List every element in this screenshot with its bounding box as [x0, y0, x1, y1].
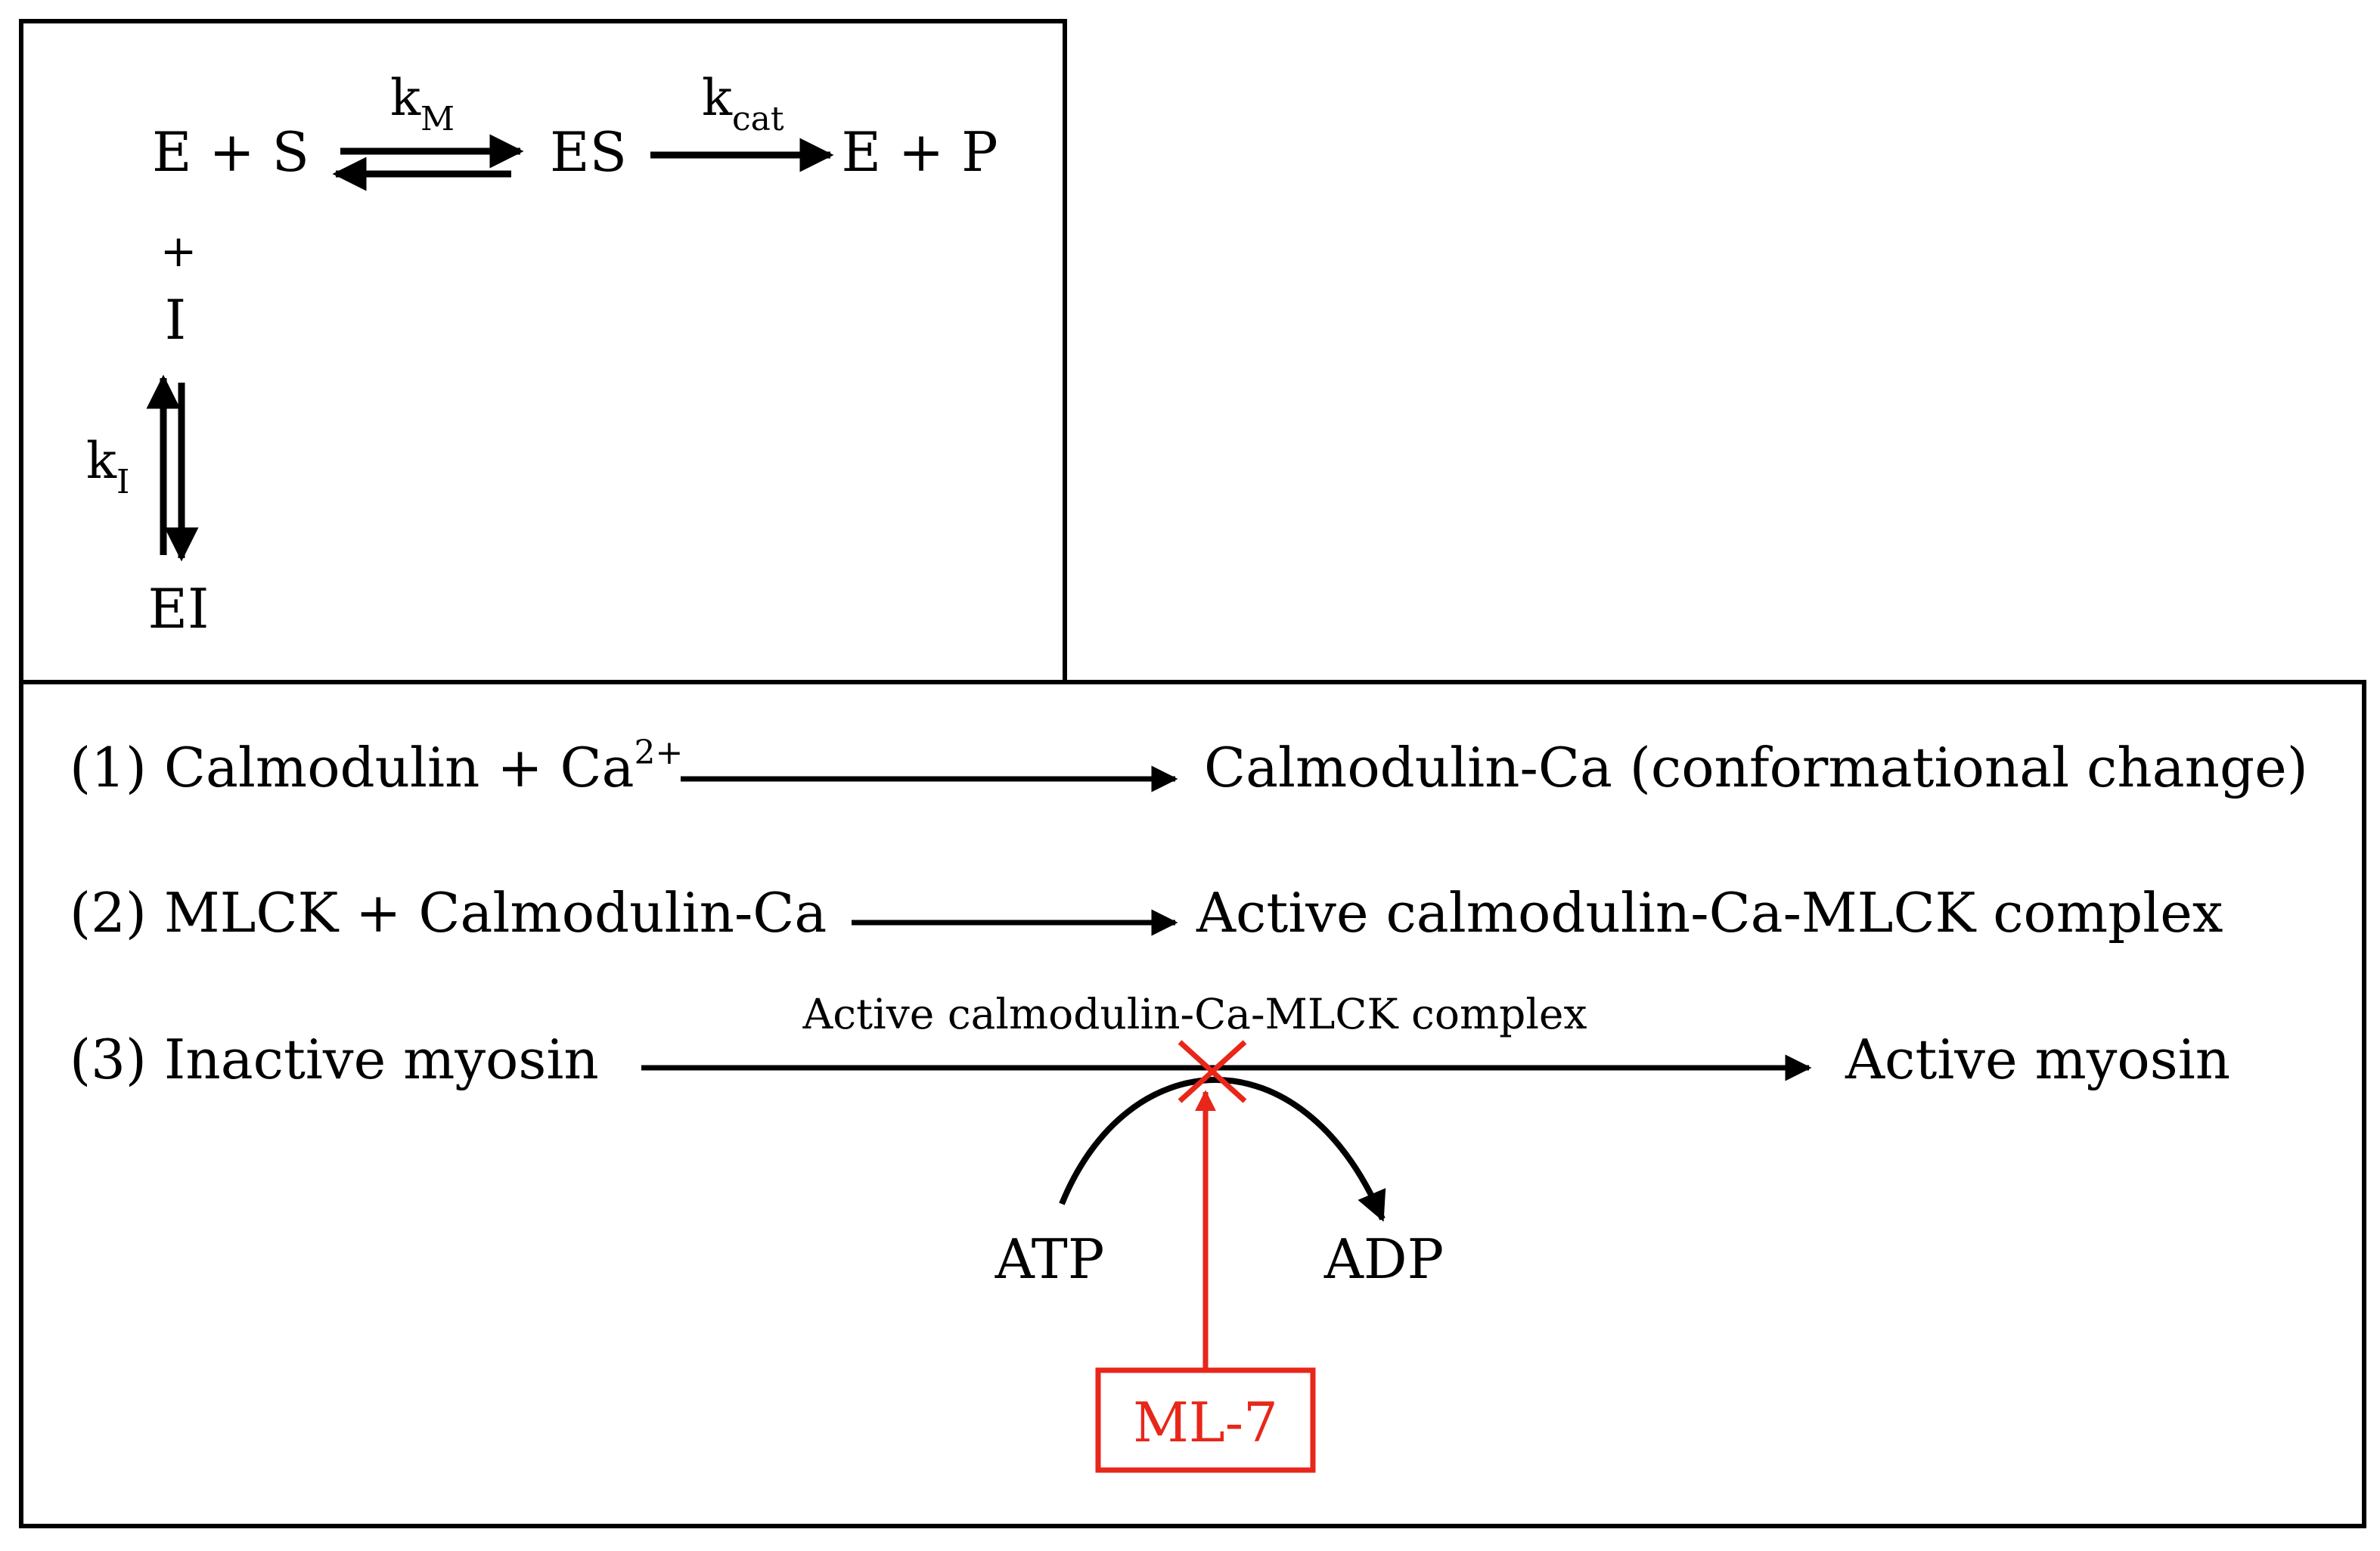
k-i-label: kI	[86, 432, 129, 501]
step1-product: Calmodulin-Ca (conformational change)	[1204, 736, 2308, 799]
inhibitor-label: I	[165, 288, 186, 352]
k-m-label: kM	[390, 69, 455, 138]
step2-reactants: (2) MLCK + Calmodulin-Ca	[70, 881, 827, 945]
ei-complex-label: EI	[148, 577, 209, 641]
ml7-box	[1095, 1367, 1316, 1473]
plus-sign: +	[160, 225, 197, 277]
step3-substrate: (3) Inactive myosin	[70, 1028, 599, 1091]
step2-product: Active calmodulin-Ca-MLCK complex	[1196, 881, 2223, 945]
step3-catalyst-label: Active calmodulin-Ca-MLCK complex	[802, 990, 1587, 1038]
adp-label: ADP	[1323, 1227, 1444, 1291]
pathway-panel-frame	[19, 680, 2366, 1528]
e-plus-p-label: E + P	[841, 120, 998, 184]
inhibition-cross-icon	[1178, 1040, 1247, 1103]
e-plus-s-label: E + S	[152, 120, 309, 184]
step1-reactants: (1) Calmodulin + Ca2+	[70, 734, 683, 799]
k-cat-label: kcat	[702, 69, 784, 138]
es-complex-label: ES	[550, 120, 627, 184]
step3-product: Active myosin	[1845, 1028, 2230, 1091]
atp-label: ATP	[995, 1227, 1105, 1291]
atp-adp-curved-arrow	[1059, 1077, 1386, 1222]
ml7-label: ML-7	[1133, 1391, 1278, 1454]
